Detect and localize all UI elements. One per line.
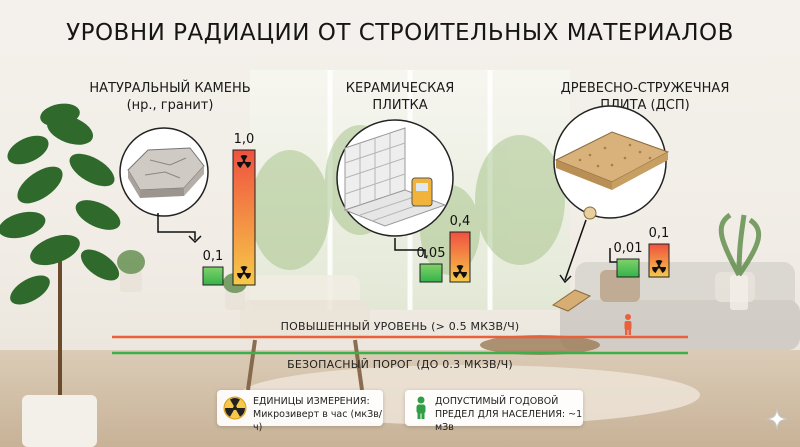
bar-value-label: 1,0 <box>233 132 255 147</box>
material-label-stone: НАТУРАЛЬНЫЙ КАМЕНЬ (нр., гранит) <box>70 80 270 114</box>
units-text: Микрозиверт в час (мкЗв/ч) <box>253 409 383 433</box>
bar-high <box>232 149 256 286</box>
bar-value-label: 0,4 <box>449 214 471 229</box>
bar-high <box>449 231 471 283</box>
pointer-arrow <box>157 213 196 240</box>
safe-threshold-label: БЕЗОПАСНЫЙ ПОРОГ (ДО 0.3 МКЗВ/Ч) <box>287 358 513 371</box>
sparkle-icon <box>766 408 788 430</box>
radiation-icon <box>652 260 666 274</box>
bar-value-label: 0,05 <box>416 246 446 261</box>
bar-value-label: 0,1 <box>648 226 670 241</box>
ceramic-tile-icon <box>336 119 454 237</box>
bar-low <box>202 266 224 286</box>
material-label-line1: ДРЕВЕСНО-СТРУЖЕЧНАЯ <box>560 81 730 96</box>
radiation-icon <box>223 396 247 420</box>
elevated-level-label: ПОВЫШЕННЫЙ УРОВЕНЬ (> 0.5 МКЗВ/Ч) <box>280 320 520 333</box>
units-title: ЕДИНИЦЫ ИЗМЕРЕНИЯ: <box>253 396 370 407</box>
material-label-line2: ПЛИТКА <box>372 98 428 113</box>
material-label-line1: НАТУРАЛЬНЫЙ КАМЕНЬ <box>89 81 251 96</box>
person-icon <box>624 314 632 335</box>
pointer-arrow <box>394 238 426 258</box>
annual-limit-line2: ПРЕДЕЛ ДЛЯ НАСЕЛЕНИЯ: ~1 мЗв <box>435 409 583 433</box>
material-label-tile: КЕРАМИЧЕСКАЯ ПЛИТКА <box>310 80 490 114</box>
pointer-arrow <box>564 219 587 281</box>
chipboard-icon <box>553 105 670 220</box>
legend-annual-limit: ДОПУСТИМЫЙ ГОДОВОЙ ПРЕДЕЛ ДЛЯ НАСЕЛЕНИЯ:… <box>405 390 583 433</box>
bar-low <box>419 263 443 283</box>
chipboard-piece-icon <box>551 289 592 312</box>
radiation-icon <box>237 266 251 280</box>
radiation-icon <box>453 265 467 279</box>
person-icon <box>416 396 426 419</box>
bar-low <box>616 258 640 278</box>
bar-value-label: 0,1 <box>202 249 224 264</box>
radiation-icon <box>237 155 251 169</box>
material-label-line1: КЕРАМИЧЕСКАЯ <box>345 81 455 96</box>
granite-stone-icon <box>119 127 209 217</box>
legend-units: ЕДИНИЦЫ ИЗМЕРЕНИЯ: Микрозиверт в час (мк… <box>217 390 383 433</box>
bar-value-label: 0,01 <box>613 241 643 256</box>
material-label-line2: (нр., гранит) <box>126 98 214 113</box>
page-title: УРОВНИ РАДИАЦИИ ОТ СТРОИТЕЛЬНЫХ МАТЕРИАЛ… <box>66 20 734 46</box>
annual-limit-line1: ДОПУСТИМЫЙ ГОДОВОЙ <box>435 396 559 407</box>
